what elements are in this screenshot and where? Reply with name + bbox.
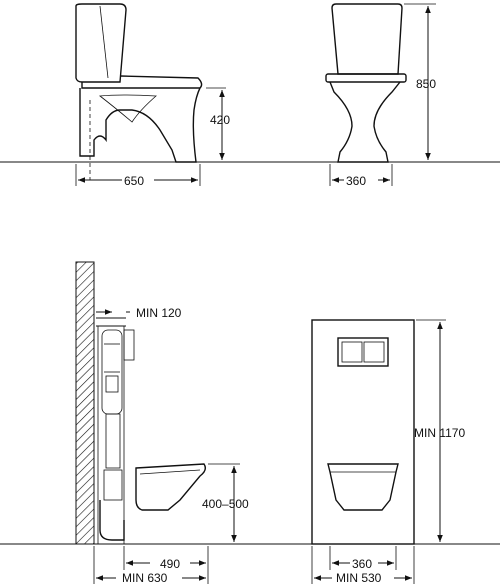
dim-min120-label: MIN 120: [136, 306, 182, 320]
flush-plate-side: [123, 329, 135, 361]
dim-850-label: 850: [416, 77, 436, 91]
seat-front: [325, 73, 407, 83]
flush-plate: [337, 337, 389, 367]
dim-min530-label: MIN 530: [336, 571, 382, 584]
cistern-front: [331, 3, 403, 75]
dim-420-label: 420: [210, 113, 230, 127]
cistern-outline: [75, 3, 127, 83]
flush-button-left: [341, 341, 363, 363]
dim-490-label: 490: [160, 557, 180, 571]
dim-360-label: 360: [346, 174, 366, 188]
floor-toilet-side-view: 420 650: [0, 3, 240, 188]
wall-bowl-front: [327, 463, 399, 511]
flush-button-right: [363, 341, 385, 363]
flush-pipe: [105, 413, 121, 469]
dim-650-label: 650: [124, 174, 144, 188]
wall-hung-side-view: MIN 120 400–500 490 MIN 630: [0, 261, 249, 584]
wall-bowl-side: [135, 463, 207, 511]
dim-min1170-label: MIN 1170: [414, 426, 465, 440]
seat-outline: [81, 75, 203, 89]
dim-min630-label: MIN 630: [122, 571, 168, 584]
bowl-front: [329, 81, 401, 163]
wall-hung-front-view: MIN 1170 360 MIN 530: [240, 319, 500, 584]
dim-360-bottom-label: 360: [352, 557, 372, 571]
drain-bend: [99, 500, 125, 541]
wall-hatched: [75, 261, 95, 545]
floor-toilet-front-view: 850 360: [240, 3, 500, 188]
bowl-outline: [79, 87, 201, 163]
dim-400-500-label: 400–500: [202, 497, 249, 511]
installation-panel: [311, 319, 415, 545]
